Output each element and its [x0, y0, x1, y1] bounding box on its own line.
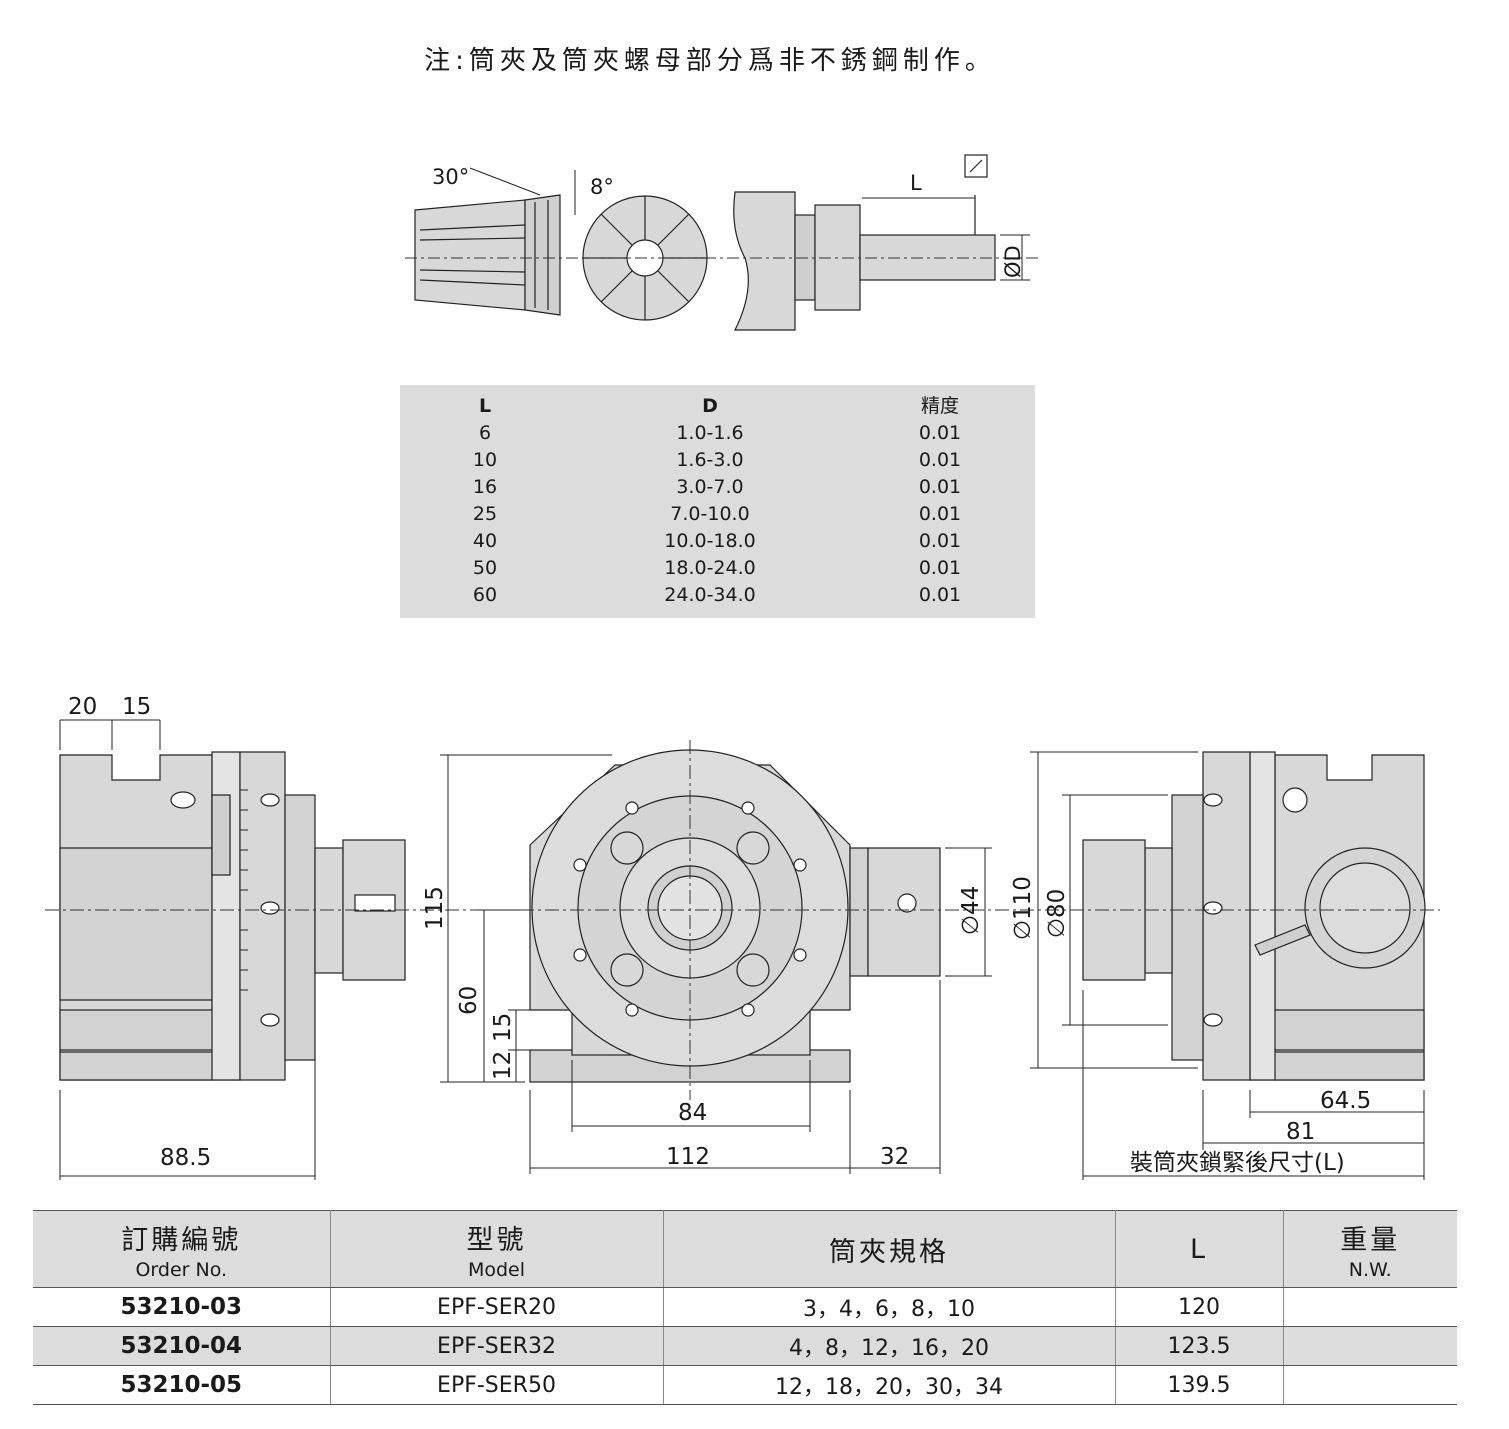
spec-cell: 12，18，20，30，34	[663, 1365, 1116, 1405]
spec-cell: 4，8，12，16，20	[663, 1326, 1116, 1366]
spec-table: L D 精度 6 1.0-1.6 0.01 10 1.6-3.0 0.01 16…	[400, 385, 1035, 618]
weight-cell	[1283, 1287, 1457, 1327]
dim-diameter-110: ∅110	[1010, 876, 1036, 940]
l-cell: 139.5	[1115, 1365, 1284, 1405]
dim-88-5: 88.5	[160, 1145, 211, 1171]
spec-cell: 0.01	[918, 422, 962, 444]
dim-12: 12	[490, 1051, 516, 1080]
spec-header-l: L	[478, 395, 492, 417]
note-text: 注:筒夾及筒夾螺母部分爲非不銹鋼制作。	[424, 46, 996, 76]
table-row: 60 24.0-34.0 0.01	[400, 582, 1035, 609]
model-cell: EPF-SER50	[330, 1365, 664, 1405]
spec-header-precision: 精度	[920, 395, 959, 417]
order-number: 53210-04	[33, 1326, 331, 1366]
dim-81: 81	[1286, 1119, 1315, 1145]
dim-l-label: L	[910, 171, 922, 195]
table-row: 25 7.0-10.0 0.01	[400, 501, 1035, 528]
spec-header-row: L D 精度	[400, 393, 1035, 420]
spec-cell: 7.0-10.0	[670, 503, 750, 525]
spec-cell: 0.01	[918, 584, 962, 606]
angle-8-label: 8°	[590, 175, 614, 199]
dim-112: 112	[666, 1144, 710, 1170]
header-collet-spec: 筒夾規格	[663, 1210, 1116, 1288]
dim-15: 15	[122, 694, 151, 720]
table-row: 40 10.0-18.0 0.01	[400, 528, 1035, 555]
side-view-left	[59, 751, 406, 1081]
header-l: L	[1115, 1210, 1284, 1288]
model-cell: EPF-SER32	[330, 1326, 664, 1366]
table-row: 53210-04 EPF-SER32 4，8，12，16，20 123.5	[33, 1326, 1457, 1366]
table-row: 53210-03 EPF-SER20 3，4，6，8，10 120	[33, 1287, 1457, 1327]
spec-cell: 10	[472, 449, 498, 471]
spec-cell: 0.01	[918, 530, 962, 552]
side-view-right	[1082, 751, 1426, 1081]
dim-60: 60	[456, 986, 482, 1015]
dim-20: 20	[68, 694, 97, 720]
spec-cell: 3.0-7.0	[676, 476, 744, 498]
indexer-drawing: 20 15 88.5 115 60 12 15 84 112 32 ∅44 ∅1…	[45, 694, 1440, 1180]
order-number: 53210-05	[33, 1365, 331, 1405]
spec-cell: 18.0-24.0	[664, 557, 756, 579]
dim-diameter-80: ∅80	[1044, 889, 1070, 938]
weight-cell	[1283, 1365, 1457, 1405]
table-row: 16 3.0-7.0 0.01	[400, 474, 1035, 501]
spec-cell: 6	[478, 422, 492, 444]
angle-30-label: 30°	[432, 165, 469, 189]
dim-note-l: 裝筒夾鎖緊後尺寸(L)	[1130, 1150, 1345, 1176]
l-cell: 120	[1115, 1287, 1284, 1327]
spec-cell: 0.01	[918, 449, 962, 471]
spec-cell: 0.01	[918, 557, 962, 579]
dim-84: 84	[678, 1100, 707, 1126]
l-cell: 123.5	[1115, 1326, 1284, 1366]
spec-cell: 0.01	[918, 503, 962, 525]
spec-cell: 0.01	[918, 476, 962, 498]
table-row: 6 1.0-1.6 0.01	[400, 420, 1035, 447]
table-row: 50 18.0-24.0 0.01	[400, 555, 1035, 582]
front-view-center	[529, 749, 941, 1083]
spec-cell: 60	[472, 584, 498, 606]
dim-115: 115	[422, 886, 448, 930]
spec-cell: 3，4，6，8，10	[663, 1287, 1116, 1327]
spec-cell: 16	[472, 476, 498, 498]
spec-cell: 1.0-1.6	[676, 422, 744, 444]
dim-32: 32	[880, 1144, 909, 1170]
spec-cell: 10.0-18.0	[664, 530, 756, 552]
spec-cell: 25	[472, 503, 498, 525]
table-row: 10 1.6-3.0 0.01	[400, 447, 1035, 474]
dim-diameter-44: ∅44	[958, 886, 984, 935]
spec-cell: 40	[472, 530, 498, 552]
dim-15-vertical: 15	[490, 1013, 516, 1042]
table-row: 53210-05 EPF-SER50 12，18，20，30，34 139.5	[33, 1365, 1457, 1405]
collet-drawing: 30° 8° L ØD	[405, 154, 1040, 331]
dim-64-5: 64.5	[1320, 1088, 1371, 1114]
spec-cell: 24.0-34.0	[664, 584, 756, 606]
model-cell: EPF-SER20	[330, 1287, 664, 1327]
spec-header-d: D	[702, 395, 718, 417]
weight-cell	[1283, 1326, 1457, 1366]
dim-d-label: ØD	[1001, 245, 1025, 278]
order-number: 53210-03	[33, 1287, 331, 1327]
spec-cell: 50	[472, 557, 498, 579]
spec-cell: 1.6-3.0	[676, 449, 744, 471]
